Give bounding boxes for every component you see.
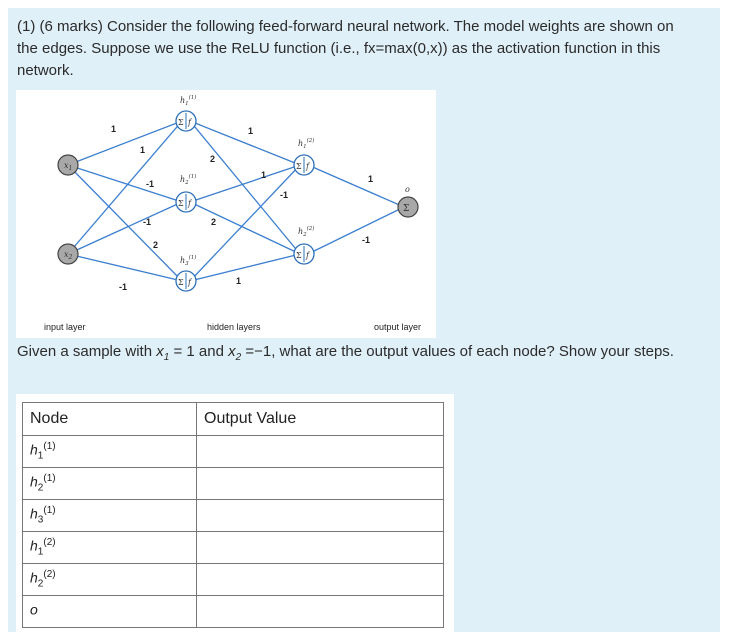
sample-x2-value: =−1, what are the output values of each … bbox=[245, 343, 674, 360]
row-output-value[interactable] bbox=[196, 563, 444, 596]
h11-label: h1(1) bbox=[180, 94, 196, 107]
edge-h31-h22 bbox=[189, 253, 301, 282]
edge-h11-h12 bbox=[189, 120, 301, 166]
table-row: h1(1) bbox=[22, 435, 444, 468]
edge-h22-o bbox=[307, 206, 405, 255]
sigma-glyph: Σ bbox=[178, 278, 184, 287]
input-node-x1 bbox=[57, 154, 79, 176]
weight-x1-h11: 1 bbox=[111, 124, 116, 134]
hidden-layers-label: hidden layers bbox=[207, 322, 261, 332]
weight-h31-h22: 1 bbox=[236, 276, 241, 286]
output-node-label: o bbox=[405, 185, 410, 194]
h21-label: h2(1) bbox=[180, 173, 196, 186]
table-row: h2(1) bbox=[22, 467, 444, 500]
sample-x1-value: = 1 and bbox=[173, 343, 224, 360]
edge-x2-h31 bbox=[67, 253, 183, 282]
edge-x1-h31 bbox=[67, 164, 183, 282]
table-row: h2(2) bbox=[22, 563, 444, 596]
row-node-label: o bbox=[22, 595, 197, 628]
row-output-value[interactable] bbox=[196, 435, 444, 468]
header-output-value: Output Value bbox=[196, 402, 444, 436]
row-output-value[interactable] bbox=[196, 531, 444, 564]
weight-h31-h12: -1 bbox=[280, 190, 288, 200]
output-layer-label: output layer bbox=[374, 322, 421, 332]
table-row: h3(1) bbox=[22, 499, 444, 532]
answer-table-container: Node Output Value h1(1) h2(1) h3(1) h1(2… bbox=[16, 394, 454, 632]
table-row: h1(2) bbox=[22, 531, 444, 564]
question-sample: Given a sample with x1 = 1 and x2 =−1, w… bbox=[17, 340, 697, 370]
weight-x2-h11: 1 bbox=[140, 145, 145, 155]
input-layer-label: input layer bbox=[44, 322, 86, 332]
sigma-glyph: Σ bbox=[178, 118, 184, 127]
table-header-row: Node Output Value bbox=[22, 402, 444, 436]
activation-glyph: f bbox=[187, 118, 193, 127]
edge-h21-h12 bbox=[189, 164, 301, 203]
question-intro: (1) (6 marks) Consider the following fee… bbox=[17, 18, 674, 79]
input-x2-label: x2 bbox=[64, 250, 73, 261]
sigma-glyph: Σ bbox=[296, 162, 302, 171]
row-node-label: h1(2) bbox=[22, 531, 197, 564]
network-svg: 1 1 -1 -1 2 -1 1 2 1 2 -1 1 1 -1 x1 x2 Σ… bbox=[44, 94, 421, 332]
weight-x2-h21: -1 bbox=[143, 217, 151, 227]
weight-h21-h22: 2 bbox=[211, 217, 216, 227]
header-node: Node bbox=[22, 402, 197, 436]
input-node-x2 bbox=[57, 243, 79, 265]
row-node-label: h2(2) bbox=[22, 563, 197, 596]
weight-x1-h21: -1 bbox=[146, 179, 154, 189]
edge-h12-o bbox=[307, 164, 405, 208]
input-x1-label: x1 bbox=[64, 161, 72, 172]
weight-x1-h31: -1 bbox=[119, 282, 127, 292]
weight-h11-h22: 2 bbox=[210, 154, 215, 164]
row-node-label: h2(1) bbox=[22, 467, 197, 500]
row-output-value[interactable] bbox=[196, 595, 444, 628]
weight-h12-o: 1 bbox=[368, 174, 373, 184]
h31-label: h3(1) bbox=[180, 254, 196, 267]
h12-label: h1(2) bbox=[298, 137, 314, 150]
edge-h21-h22 bbox=[189, 201, 301, 255]
edge-x1-h11 bbox=[67, 120, 183, 166]
activation-glyph: f bbox=[187, 199, 193, 208]
row-output-value[interactable] bbox=[196, 467, 444, 500]
activation-glyph: f bbox=[187, 278, 193, 287]
edge-h11-h22 bbox=[189, 120, 301, 255]
activation-glyph: f bbox=[305, 251, 311, 260]
edge-x2-h11 bbox=[67, 120, 183, 255]
h22-label: h2(2) bbox=[298, 225, 314, 238]
row-output-value[interactable] bbox=[196, 499, 444, 532]
edge-x1-h21 bbox=[67, 164, 183, 203]
sigma-glyph: Σ bbox=[403, 204, 409, 214]
weight-x2-h31: 2 bbox=[153, 240, 158, 250]
activation-glyph: f bbox=[305, 162, 311, 171]
edge-h31-h12 bbox=[189, 164, 301, 282]
answer-table: Node Output Value h1(1) h2(1) h3(1) h1(2… bbox=[22, 402, 444, 628]
output-node bbox=[397, 196, 419, 218]
table-row: o bbox=[22, 595, 444, 628]
edge-x2-h21 bbox=[67, 201, 183, 255]
var-x1: x1 bbox=[156, 343, 170, 363]
weight-h22-o: -1 bbox=[362, 235, 370, 245]
weight-h21-h12: 1 bbox=[261, 170, 266, 180]
sigma-glyph: Σ bbox=[296, 251, 302, 260]
neural-network-diagram: 1 1 -1 -1 2 -1 1 2 1 2 -1 1 1 -1 x1 x2 Σ… bbox=[16, 90, 436, 338]
weight-h11-h12: 1 bbox=[248, 126, 253, 136]
sample-prefix: Given a sample with bbox=[17, 343, 153, 360]
row-node-label: h3(1) bbox=[22, 499, 197, 532]
sigma-glyph: Σ bbox=[178, 199, 184, 208]
var-x2: x2 bbox=[228, 343, 242, 363]
row-node-label: h1(1) bbox=[22, 435, 197, 468]
